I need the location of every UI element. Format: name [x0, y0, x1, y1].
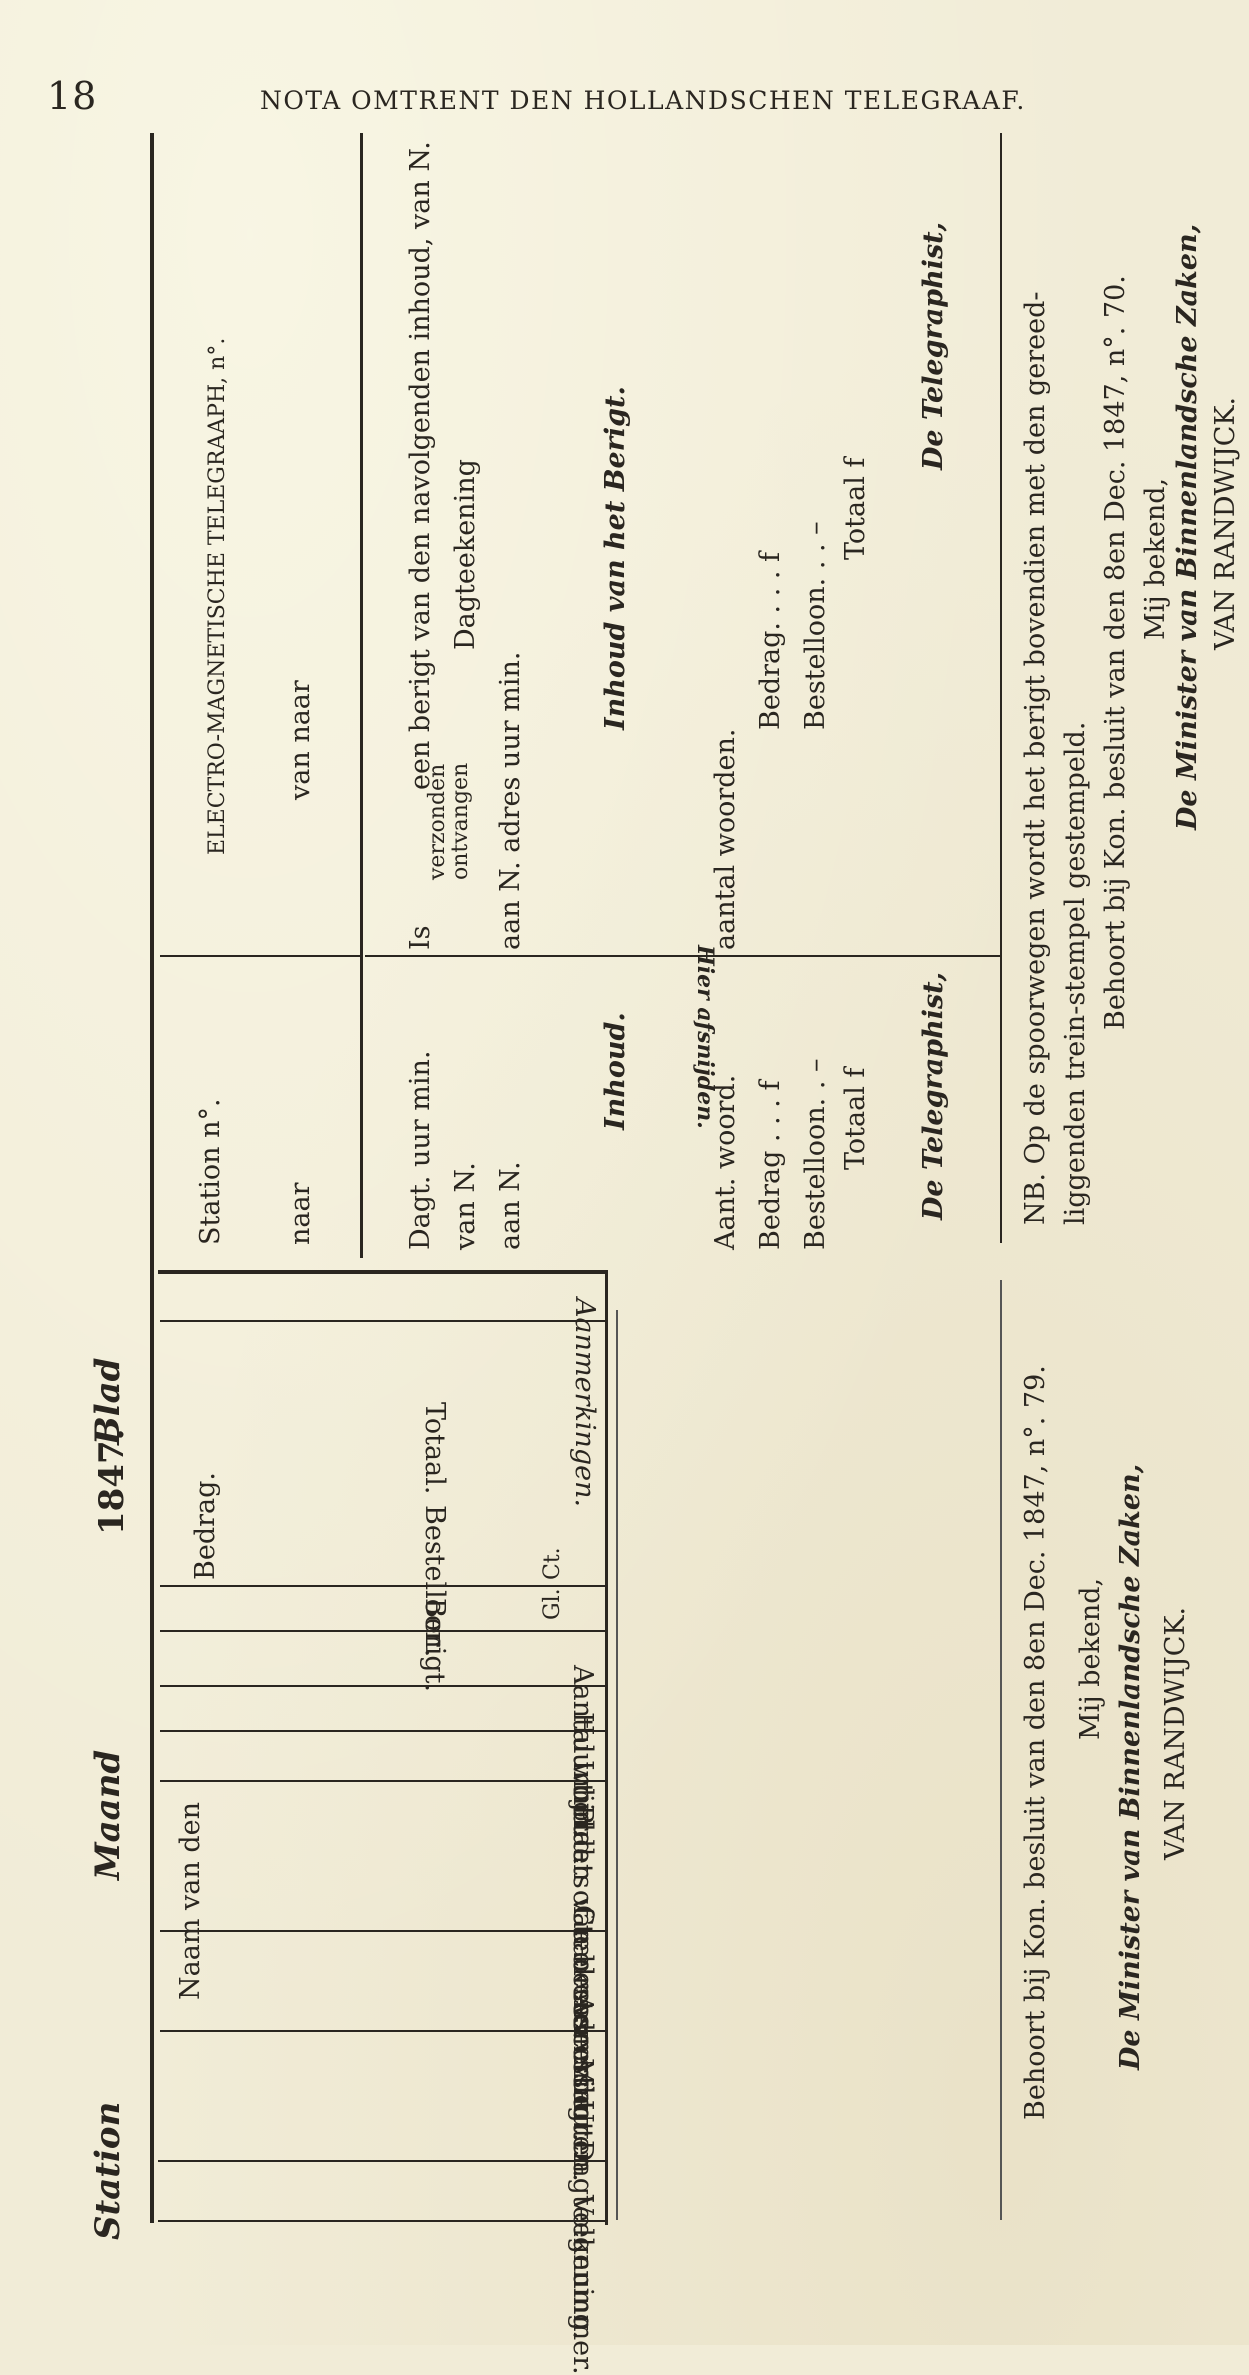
register-station-label: Station [88, 2101, 128, 2240]
nb-line3: Behoort bij Kon. besluit van den 8en Dec… [1100, 275, 1131, 1030]
row-rule [160, 1630, 608, 1632]
row-rule [160, 1730, 608, 1732]
main-dagteekening: Dagteekening [450, 459, 481, 650]
stub-bedrag: Bedrag . . . f [755, 1080, 786, 1250]
form-divider-rule [360, 133, 363, 1258]
row-rule [160, 1585, 608, 1587]
col-naam-van-den: Naam van den [175, 1802, 206, 2000]
main-bedrag: Bedrag. . . . f [755, 551, 786, 730]
col-totaal: Totaal. [419, 1402, 450, 1495]
left-frame-rule [150, 133, 154, 2223]
register-footer-line2: Mij bekend, [1075, 1577, 1106, 1740]
stub-station: Station n°. [195, 1098, 226, 1245]
nb-line6: VAN RANDWIJCK. [1210, 396, 1241, 650]
stub-separator-2 [365, 955, 1000, 957]
stub-aan-n: aan N. [495, 1161, 526, 1250]
register-maand-label: Maand [88, 1749, 128, 1880]
main-inhoud-heading: Inhoud van het Berigt. [600, 386, 631, 730]
writing-line [616, 1310, 618, 2220]
row-rule [160, 1780, 608, 1782]
stub-dagt: Dagt. uur min. [405, 1050, 436, 1250]
stub-inhoud: Inhoud. [600, 1012, 631, 1130]
row-rule [160, 1930, 608, 1932]
col-ct: Ct. [540, 1547, 565, 1580]
nb-line4: Mij bekend, [1140, 477, 1171, 640]
row-rule [160, 1320, 608, 1322]
nb-line1: NB. Op de spoorwegen wordt het berigt bo… [1020, 291, 1051, 1225]
main-ontvangen: ontvangen [448, 762, 473, 880]
running-head: NOTA OMTRENT DEN HOLLANDSCHEN TELEGRAAF. [260, 86, 1026, 115]
form-bottom-rule [1000, 133, 1002, 1243]
row-rule [158, 2220, 608, 2222]
nb-line2: liggenden trein-stempel gestempeld. [1060, 721, 1091, 1225]
main-telegraphist: De Telegraphist, [918, 221, 949, 470]
main-title: ELECTRO-MAGNETISCHE TELEGRAAPH, n°. [205, 337, 230, 855]
col-bestelloon: Bestelloon. [419, 1505, 450, 1658]
col-aanmerkingen: Aanmerkingen. [569, 1298, 600, 1508]
stub-telegraphist: De Telegraphist, [918, 971, 949, 1220]
stub-bestelloon: Bestelloon. . – [800, 1058, 831, 1250]
writing-line [1000, 1280, 1002, 2220]
stub-totaal: Totaal f [840, 1067, 871, 1170]
main-is: Is [405, 925, 436, 950]
row-rule [158, 2160, 608, 2162]
main-berigt-line: een berigt van den navolgenden inhoud, v… [405, 141, 436, 790]
register-footer-line1: Behoort bij Kon. besluit van den 8en Dec… [1020, 1365, 1051, 2120]
register-footer-line4: VAN RANDWIJCK. [1160, 1606, 1191, 1860]
stub-separator [160, 955, 360, 957]
register-footer-line3: De Minister van Binnenlandsche Zaken, [1115, 1463, 1146, 2070]
row-rule [160, 1685, 608, 1687]
stub-naar: naar [285, 1182, 316, 1246]
nb-line5: De Minister van Binnenlandsche Zaken, [1172, 223, 1203, 830]
page-number: 18 [47, 74, 98, 118]
col-bedrag: Bedrag. [190, 1472, 221, 1580]
cut-line-label: Hier afsnijden. [692, 945, 718, 1129]
register-blad-label: Blad [88, 1357, 128, 1445]
main-aantal-woorden: aantal woorden. [710, 728, 741, 950]
row-rule [160, 2030, 608, 2032]
main-van-naar: van naar [285, 680, 316, 800]
stub-van-n: van N. [450, 1162, 481, 1250]
main-bestelloon: Bestelloon. . . – [800, 521, 831, 730]
col-aantal: Aantal woorden of teekens. [567, 1665, 598, 2040]
main-totaal: Totaal f [840, 457, 871, 560]
register-top-rule [158, 1270, 608, 1274]
col-gl: Gl. [540, 1588, 565, 1620]
register-right-rule [605, 1270, 608, 2225]
main-aan-n-line: aan N. adres uur min. [495, 651, 526, 950]
